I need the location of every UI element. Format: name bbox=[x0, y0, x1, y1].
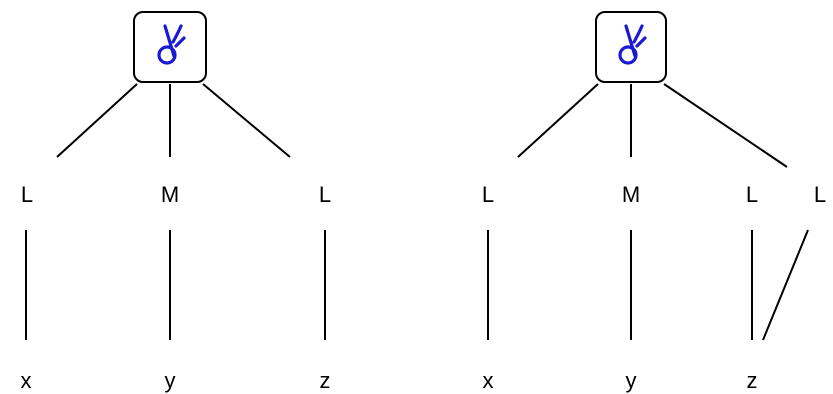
leaf-label: z bbox=[747, 368, 758, 393]
leaf-label: z bbox=[320, 368, 331, 393]
category-label: M bbox=[622, 182, 640, 207]
tree-right: L M L L x y z bbox=[482, 11, 826, 393]
leaf-label: x bbox=[483, 368, 494, 393]
root-node-right bbox=[595, 11, 667, 83]
leaf-label: x bbox=[21, 368, 32, 393]
hand-sign-icon bbox=[157, 24, 186, 65]
edge-root-to-cat-1 bbox=[56, 83, 138, 158]
category-label: L bbox=[482, 182, 494, 207]
leaf-label: y bbox=[165, 368, 176, 393]
tree-left: L M L x y z bbox=[21, 11, 331, 393]
edge-cat-to-leaf-crossing bbox=[762, 229, 809, 341]
root-node-left bbox=[133, 11, 207, 83]
edge-root-to-cat-3 bbox=[202, 83, 291, 158]
category-label: M bbox=[161, 182, 179, 207]
category-label: L bbox=[814, 182, 826, 207]
leaf-label: y bbox=[626, 368, 637, 393]
category-label: L bbox=[21, 182, 33, 207]
category-label: L bbox=[319, 182, 331, 207]
edge-root-to-cat-1 bbox=[517, 83, 599, 158]
category-label: L bbox=[746, 182, 758, 207]
edge-root-to-cat-3 bbox=[663, 83, 788, 168]
hand-sign-icon bbox=[618, 24, 647, 65]
